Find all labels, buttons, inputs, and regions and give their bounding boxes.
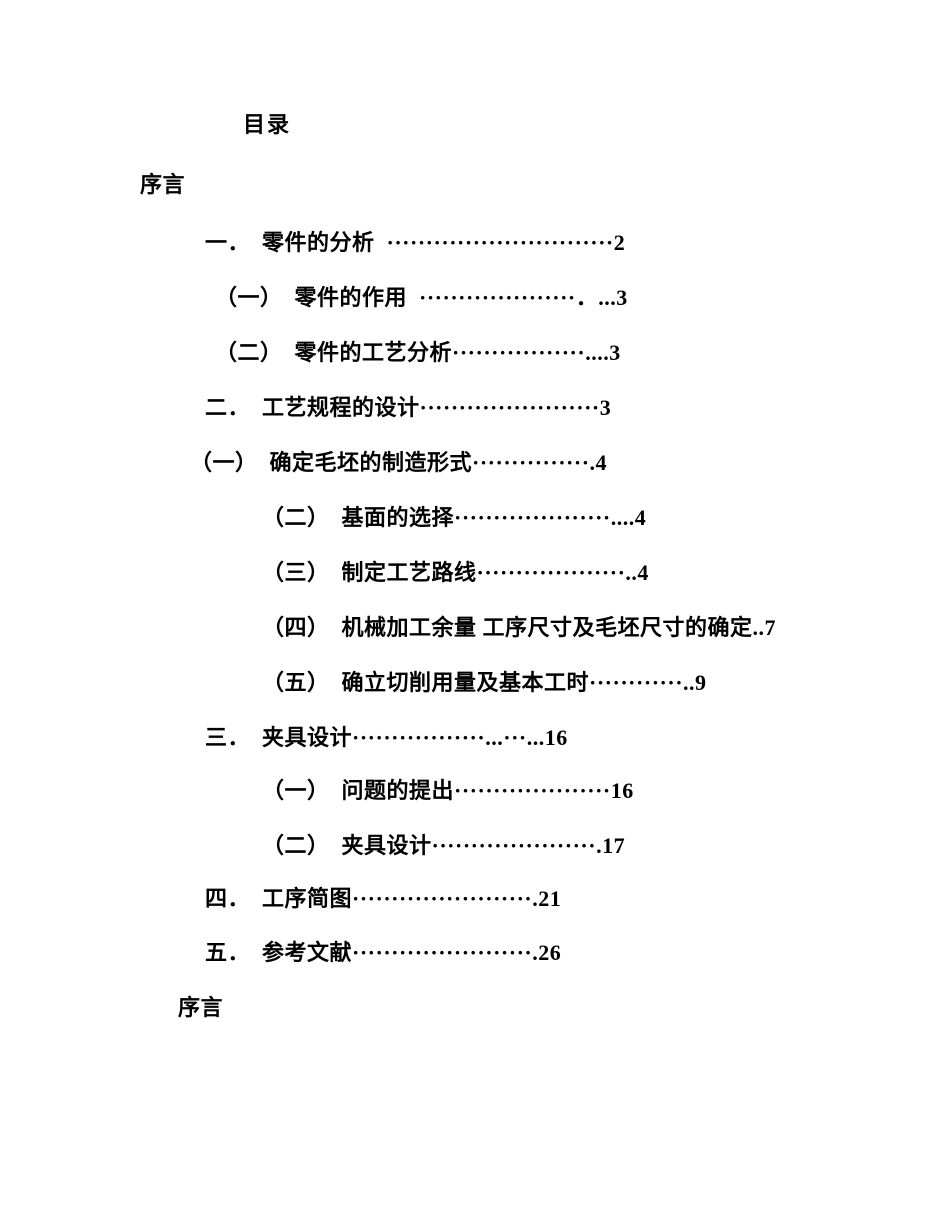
toc-entry-process-analysis: （二） 零件的工艺分析·················....3 <box>215 340 621 365</box>
toc-title: 目录 <box>243 112 292 137</box>
toc-entry-problem-statement: （一） 问题的提出····················16 <box>262 778 634 803</box>
toc-entry-part-function: （一） 零件的作用 ····················．...3 <box>215 285 628 310</box>
toc-entry-machining-allowance: （四） 机械加工余量 工序尺寸及毛坯尺寸的确定..7 <box>262 615 777 640</box>
toc-entry-datum-selection: （二） 基面的选择····················....4 <box>262 505 647 530</box>
preface-heading-bottom: 序言 <box>178 995 224 1020</box>
toc-entry-process-diagram: 四． 工序简图·······················.21 <box>205 886 562 911</box>
toc-entry-parts-analysis: 一． 零件的分析 ·····························2 <box>205 230 626 255</box>
toc-entry-fixture-design-section: 三． 夹具设计·················...···...16 <box>205 725 568 750</box>
toc-entry-process-design: 二． 工艺规程的设计·······················3 <box>205 395 612 420</box>
toc-entry-process-route: （三） 制定工艺路线···················..4 <box>262 560 649 585</box>
toc-entry-fixture-design: （二） 夹具设计·····················.17 <box>262 833 626 858</box>
toc-entry-references: 五． 参考文献·······················.26 <box>205 940 562 965</box>
toc-entry-blank-form: （一） 确定毛坯的制造形式···············.4 <box>190 450 608 475</box>
preface-heading-top: 序言 <box>140 172 186 197</box>
toc-entry-cutting-parameters: （五） 确立切削用量及基本工时············..9 <box>262 670 707 695</box>
